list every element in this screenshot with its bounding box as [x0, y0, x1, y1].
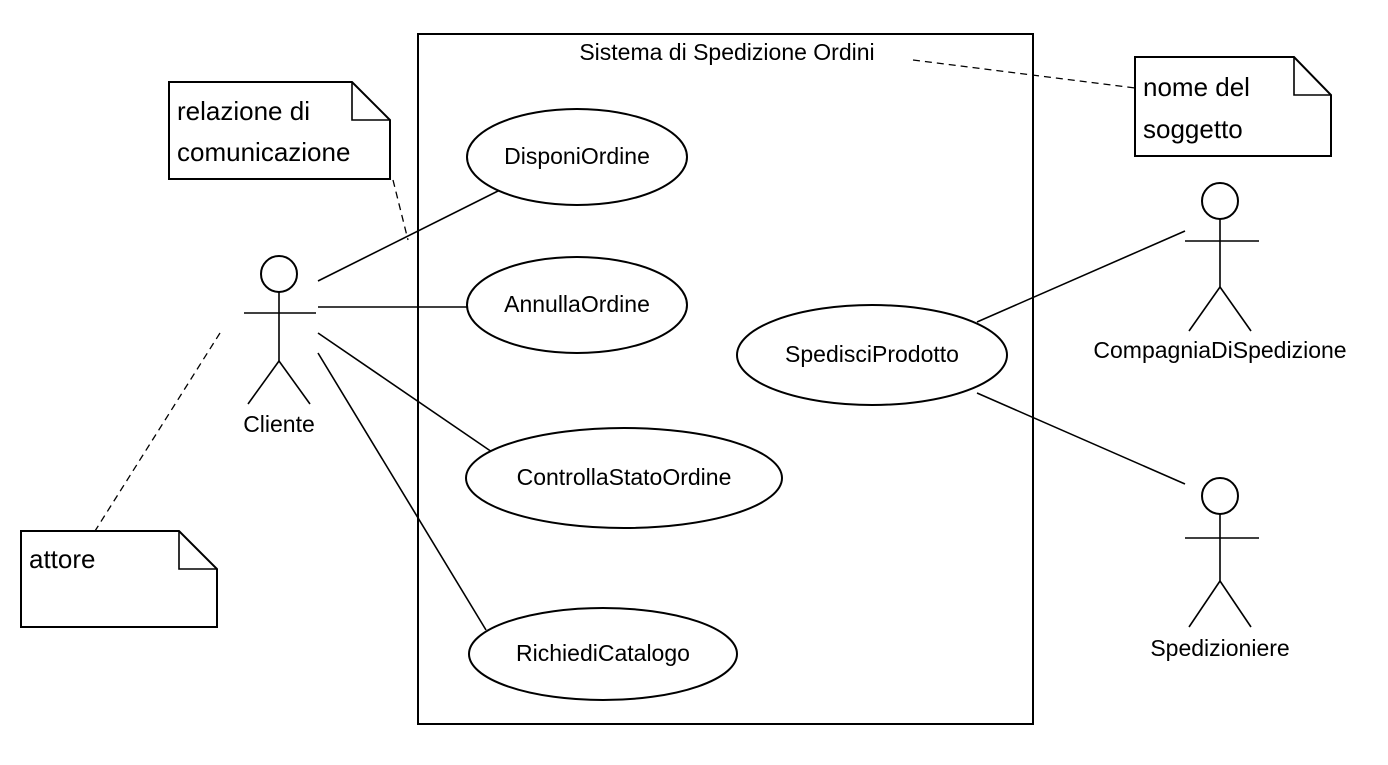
note-fold: [1293, 57, 1331, 96]
system-title: Sistema di Spedizione Ordini: [579, 39, 874, 65]
stick-figure-icon: [244, 255, 316, 405]
actor-compagniadispedizione[interactable]: CompagniaDiSpedizione: [1093, 182, 1347, 363]
actor-label: CompagniaDiSpedizione: [1093, 337, 1346, 363]
note-link-attore: [94, 332, 221, 532]
actor-spedizioniere[interactable]: Spedizioniere: [1150, 477, 1290, 661]
note-shape: [1134, 56, 1332, 157]
note-shape: [168, 81, 391, 180]
note-fold: [351, 82, 390, 121]
note-fold: [178, 531, 217, 570]
use-case-spedisciprodotto[interactable]: SpedisciProdotto: [736, 304, 1008, 406]
use-case-label: SpedisciProdotto: [785, 341, 959, 367]
association-spedisciprodotto-spedizioniere: [976, 392, 1186, 485]
note-link-relazione: [392, 179, 409, 241]
note-relazione-di-comunicazione: relazione di comunicazione: [168, 81, 391, 180]
note-shape: [20, 530, 218, 628]
actor-label: Cliente: [243, 411, 315, 437]
actor-label: Spedizioniere: [1150, 635, 1289, 661]
note-text-line: nome del: [1143, 72, 1250, 102]
use-case-disponiordine[interactable]: DisponiOrdine: [466, 108, 688, 206]
stick-figure-icon: [1185, 182, 1259, 332]
association-cliente-controllastatoordine: [317, 332, 493, 453]
note-text-line: relazione di: [177, 96, 310, 126]
use-case-annullaordine[interactable]: AnnullaOrdine: [466, 256, 688, 354]
note-text-line: attore: [29, 544, 96, 574]
use-case-label: AnnullaOrdine: [504, 291, 650, 317]
association-spedisciprodotto-compagnia: [976, 230, 1186, 323]
note-nome-del-soggetto: nome del soggetto: [1134, 56, 1332, 157]
use-case-richiedicatalogo[interactable]: RichiediCatalogo: [468, 607, 738, 701]
use-case-label: ControllaStatoOrdine: [517, 464, 732, 490]
actor-cliente[interactable]: Cliente: [243, 255, 316, 437]
system-boundary: [417, 33, 1034, 725]
use-case-label: DisponiOrdine: [504, 143, 650, 169]
use-case-label: RichiediCatalogo: [516, 640, 690, 666]
stick-figure-icon: [1185, 477, 1259, 628]
association-cliente-disponiordine: [317, 189, 501, 282]
association-cliente-richiedicatalogo: [317, 352, 487, 631]
note-text-line: soggetto: [1143, 114, 1243, 144]
note-attore: attore: [20, 530, 218, 628]
note-text-line: comunicazione: [177, 137, 350, 167]
use-case-controllastatoordine[interactable]: ControllaStatoOrdine: [465, 427, 783, 529]
note-link-nome: [912, 59, 1136, 89]
